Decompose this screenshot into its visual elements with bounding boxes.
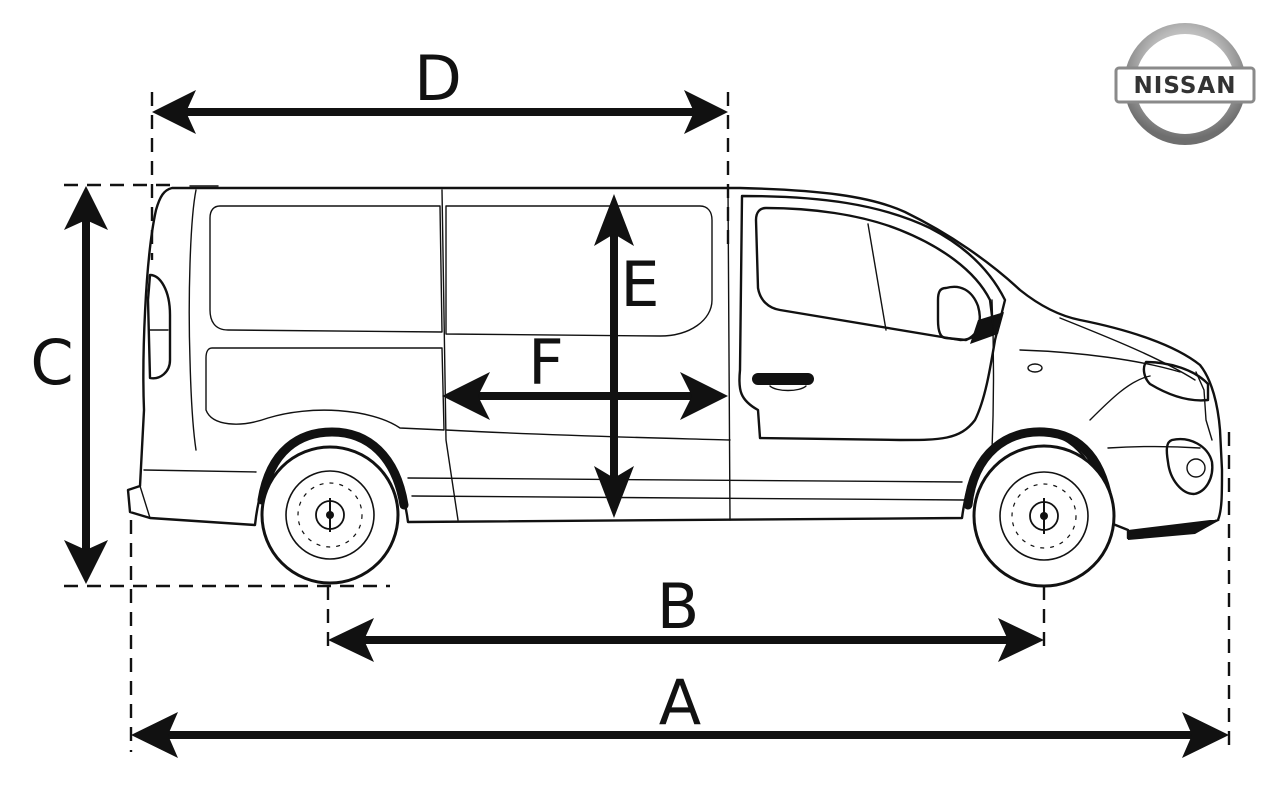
front-skirt bbox=[1128, 520, 1220, 540]
front-door bbox=[738, 194, 1007, 442]
rear-lamp bbox=[146, 273, 172, 380]
window-pillar bbox=[867, 223, 887, 331]
label-e: E bbox=[620, 248, 659, 321]
nissan-logo: NISSAN bbox=[1114, 23, 1256, 145]
rear-wheel-arch bbox=[257, 427, 409, 510]
dimension-e-arrow bbox=[594, 194, 634, 518]
label-c: C bbox=[30, 326, 73, 399]
label-b: B bbox=[657, 570, 700, 643]
dimension-a-arrow bbox=[131, 712, 1229, 758]
lower-rear-panel bbox=[205, 347, 445, 431]
nissan-logo-text: NISSAN bbox=[1134, 73, 1237, 99]
cab-window bbox=[754, 206, 994, 342]
fender-crease bbox=[1089, 375, 1151, 421]
label-f: F bbox=[528, 326, 564, 399]
dimension-f-arrow bbox=[442, 372, 728, 420]
upper-rear-panel bbox=[209, 205, 443, 333]
rear-door-edge bbox=[188, 189, 197, 451]
headlamp bbox=[1142, 360, 1210, 402]
dimension-c-arrow bbox=[64, 186, 108, 584]
mirror-base bbox=[970, 312, 1004, 344]
rear-wheel bbox=[260, 445, 400, 585]
rear-bumper bbox=[139, 469, 257, 519]
body-seam-1 bbox=[441, 189, 459, 521]
door-handle bbox=[752, 373, 814, 385]
body-seam-2 bbox=[727, 189, 731, 521]
label-a: A bbox=[659, 666, 701, 739]
side-indicator bbox=[1027, 363, 1043, 373]
front-fender-line bbox=[991, 299, 995, 451]
sill-line-1 bbox=[407, 477, 963, 483]
front-grille bbox=[1195, 371, 1213, 441]
guide-lines bbox=[64, 92, 1231, 752]
side-mirror bbox=[936, 285, 981, 342]
sill-line-2 bbox=[411, 495, 966, 501]
dimension-d-arrow bbox=[152, 90, 728, 134]
label-d: D bbox=[414, 42, 462, 115]
body-crease bbox=[1019, 349, 1181, 373]
front-bumper-line bbox=[1107, 445, 1201, 449]
hood-line bbox=[1059, 317, 1196, 381]
fog-lamp bbox=[1186, 458, 1206, 478]
upper-slide-panel bbox=[445, 205, 713, 337]
front-wheel bbox=[972, 444, 1116, 588]
fog-lamp-housing bbox=[1165, 437, 1214, 496]
waist-line bbox=[445, 429, 731, 441]
dimension-b-arrow bbox=[328, 618, 1044, 662]
handle-recess bbox=[769, 385, 807, 392]
